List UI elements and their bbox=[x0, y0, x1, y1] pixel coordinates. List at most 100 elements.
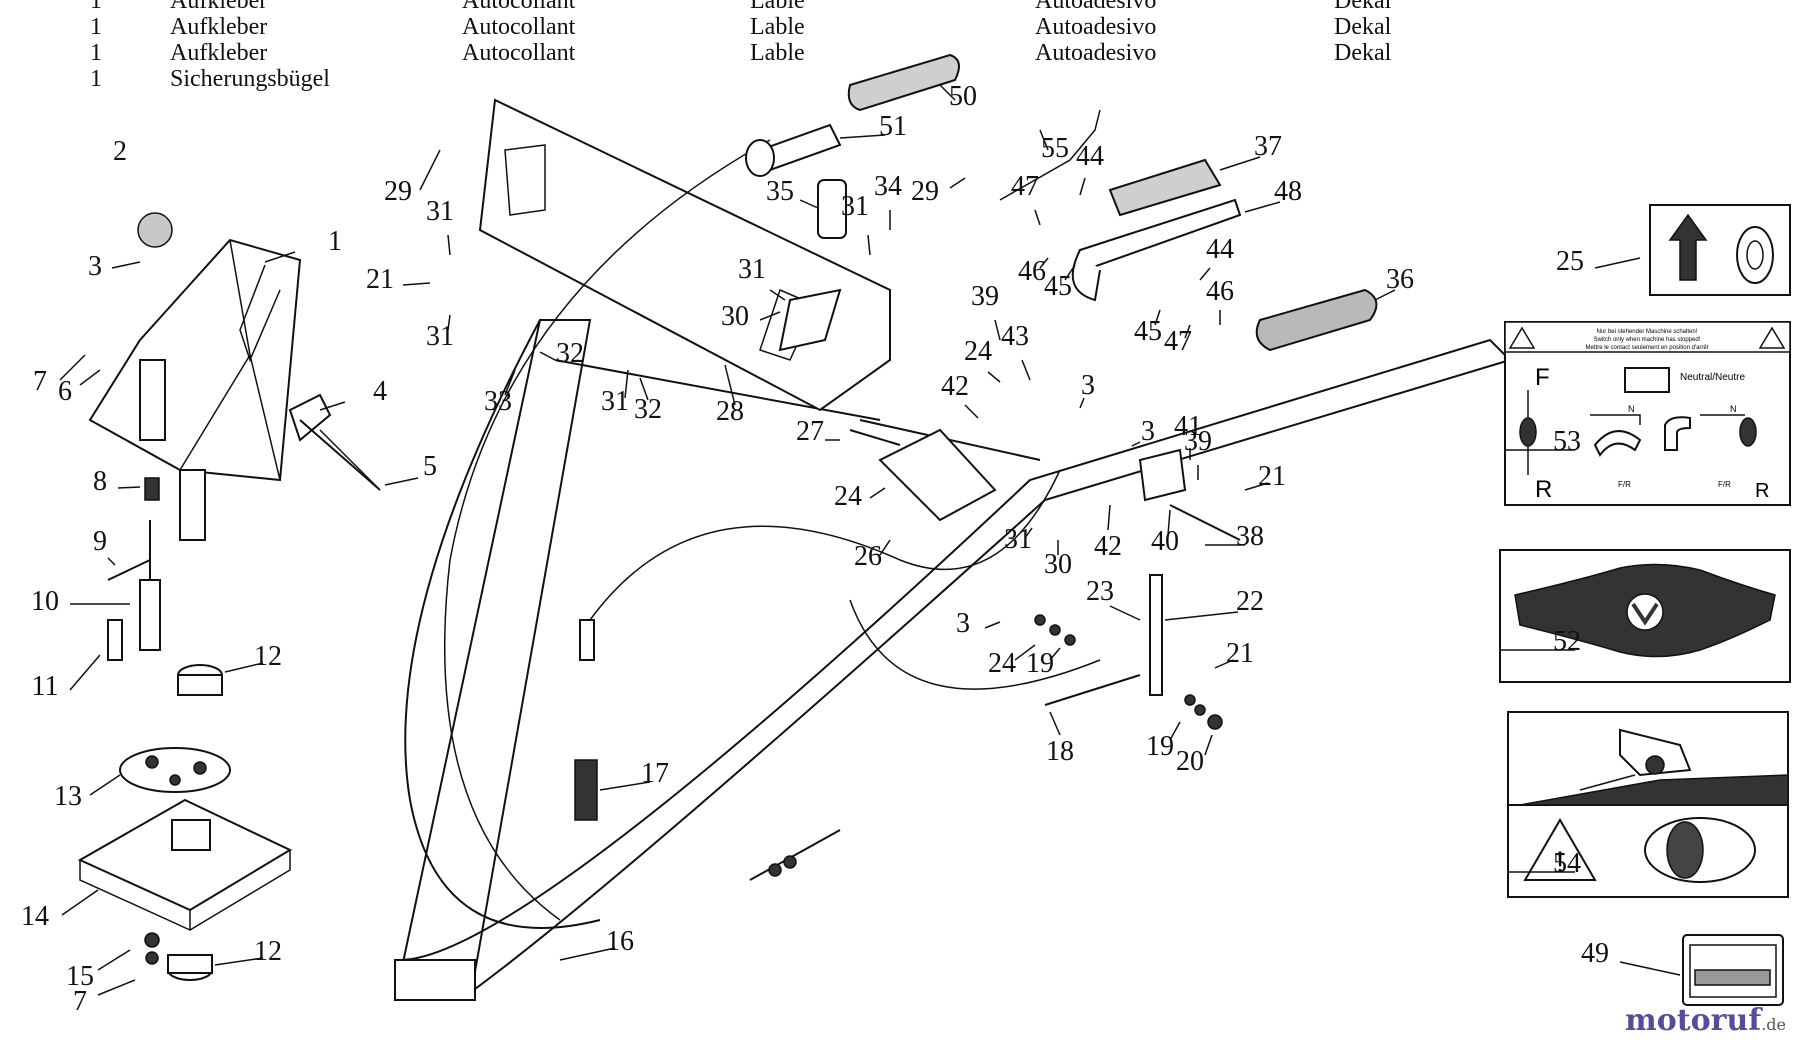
callout-22: 22 bbox=[1236, 586, 1264, 617]
cable-spring-17 bbox=[574, 759, 598, 821]
decal-neutral-label: Neutral/Neutre bbox=[1680, 372, 1745, 383]
warning-triangle-icon bbox=[1523, 818, 1597, 881]
callout-31: 31 bbox=[601, 386, 629, 417]
leader-line-32 bbox=[639, 377, 649, 401]
callout-54: 54 bbox=[1553, 848, 1581, 879]
leader-line-31 bbox=[447, 234, 451, 256]
frame-base-bracket bbox=[394, 959, 476, 1001]
callout-21: 21 bbox=[366, 264, 394, 295]
leader-line-16 bbox=[559, 947, 616, 961]
callout-35: 35 bbox=[766, 176, 794, 207]
cable-ends bbox=[574, 619, 841, 881]
leader-line-36 bbox=[1374, 289, 1396, 301]
leader-line-35 bbox=[799, 199, 819, 209]
callout-53: 53 bbox=[1553, 426, 1581, 457]
callout-31: 31 bbox=[426, 196, 454, 227]
rod-22 bbox=[1149, 574, 1163, 696]
leader-line-46 bbox=[1039, 257, 1049, 269]
desc-fr: Autocollant bbox=[462, 40, 576, 66]
leader-line-44 bbox=[1199, 267, 1211, 281]
lever-knob bbox=[817, 179, 847, 239]
desc-fr: Autocollant bbox=[462, 14, 576, 40]
leader-line-3 bbox=[111, 261, 141, 269]
gear-plate-assembly bbox=[77, 664, 293, 981]
callout-11: 11 bbox=[32, 671, 59, 702]
desc-de: Aufkleber bbox=[170, 40, 268, 66]
leader-line-31 bbox=[1024, 527, 1033, 539]
callout-8: 8 bbox=[93, 466, 107, 497]
callout-39: 39 bbox=[971, 281, 999, 312]
callout-30: 30 bbox=[721, 301, 749, 332]
leader-line-5 bbox=[384, 477, 419, 486]
callout-28: 28 bbox=[716, 396, 744, 427]
logo-emblem bbox=[1626, 593, 1664, 631]
leader-line-30 bbox=[759, 311, 781, 321]
leader-line-49 bbox=[1619, 961, 1681, 976]
qty: 1 bbox=[90, 14, 102, 40]
shift-housing bbox=[88, 238, 302, 541]
leader-line-45 bbox=[1064, 264, 1076, 281]
shaft bbox=[139, 579, 161, 651]
leader-line-24 bbox=[987, 371, 1001, 383]
desc-en: Lable bbox=[750, 40, 805, 66]
leader-line-15 bbox=[97, 949, 131, 971]
decal-header-3: Mettre le contact seulement en position … bbox=[1586, 345, 1709, 351]
decal-fr-left: F/R bbox=[1618, 480, 1631, 489]
callout-38: 38 bbox=[1236, 521, 1264, 552]
callout-16: 16 bbox=[606, 926, 634, 957]
desc-nl: Dekal bbox=[1334, 0, 1392, 14]
grip-top bbox=[847, 53, 960, 112]
callout-3: 3 bbox=[956, 608, 970, 639]
leader-line-9 bbox=[107, 557, 116, 566]
callout-31: 31 bbox=[426, 321, 454, 352]
leader-line-47 bbox=[1184, 324, 1191, 339]
callout-21: 21 bbox=[1258, 461, 1286, 492]
shift-knob bbox=[137, 212, 173, 248]
shift-rod bbox=[139, 359, 166, 441]
callout-13: 13 bbox=[54, 781, 82, 812]
callout-2: 2 bbox=[113, 136, 127, 167]
desc-it: Autoadesivo bbox=[1035, 40, 1157, 66]
leader-line-55 bbox=[1039, 129, 1049, 151]
callout-44: 44 bbox=[1076, 141, 1104, 172]
callout-24: 24 bbox=[964, 336, 992, 367]
decal-reverse-label: R bbox=[1535, 476, 1552, 503]
callout-32: 32 bbox=[556, 338, 584, 369]
spring-pin-shaft bbox=[107, 477, 161, 661]
exclamation-icon: ! bbox=[1556, 846, 1564, 879]
parts-row: 1 Sicherungsbügel bbox=[0, 66, 1500, 92]
callout-9: 9 bbox=[93, 526, 107, 557]
leader-line-31 bbox=[447, 314, 451, 331]
desc-de: Aufkleber bbox=[170, 0, 268, 14]
shift-gate-icon bbox=[1593, 430, 1642, 457]
desc-nl: Dekal bbox=[1334, 40, 1392, 66]
decal-n-right: N bbox=[1730, 404, 1737, 414]
leader-line-26 bbox=[879, 539, 891, 556]
leader-line-12 bbox=[214, 957, 264, 966]
callout-29: 29 bbox=[384, 176, 412, 207]
callout-6: 6 bbox=[58, 376, 72, 407]
leader-line-3 bbox=[984, 621, 1001, 629]
decal-n-left: N bbox=[1628, 404, 1635, 414]
desc-de: Sicherungsbügel bbox=[170, 66, 330, 92]
callout-34: 34 bbox=[874, 171, 902, 202]
clutch-lever bbox=[999, 109, 1242, 302]
leader-line-39 bbox=[994, 319, 1001, 341]
leader-line-14 bbox=[61, 889, 99, 916]
callout-44: 44 bbox=[1206, 234, 1234, 265]
handle-grips bbox=[745, 53, 1378, 352]
callout-33: 33 bbox=[484, 386, 512, 417]
callout-23: 23 bbox=[1086, 576, 1114, 607]
leader-line-7 bbox=[59, 354, 86, 381]
callout-24: 24 bbox=[834, 481, 862, 512]
leader-line-20 bbox=[1204, 734, 1213, 756]
callout-43: 43 bbox=[1001, 321, 1029, 352]
callout-27: 27 bbox=[796, 416, 824, 447]
leader-line-21 bbox=[1214, 659, 1234, 669]
callout-14: 14 bbox=[21, 901, 49, 932]
leader-line-4 bbox=[319, 401, 346, 411]
leader-line-25 bbox=[1594, 257, 1641, 269]
parts-row: 1 Aufkleber Autocollant Lable Autoadesiv… bbox=[0, 40, 1500, 66]
callout-41: 41 bbox=[1174, 411, 1202, 442]
callout-39: 39 bbox=[1184, 426, 1212, 457]
